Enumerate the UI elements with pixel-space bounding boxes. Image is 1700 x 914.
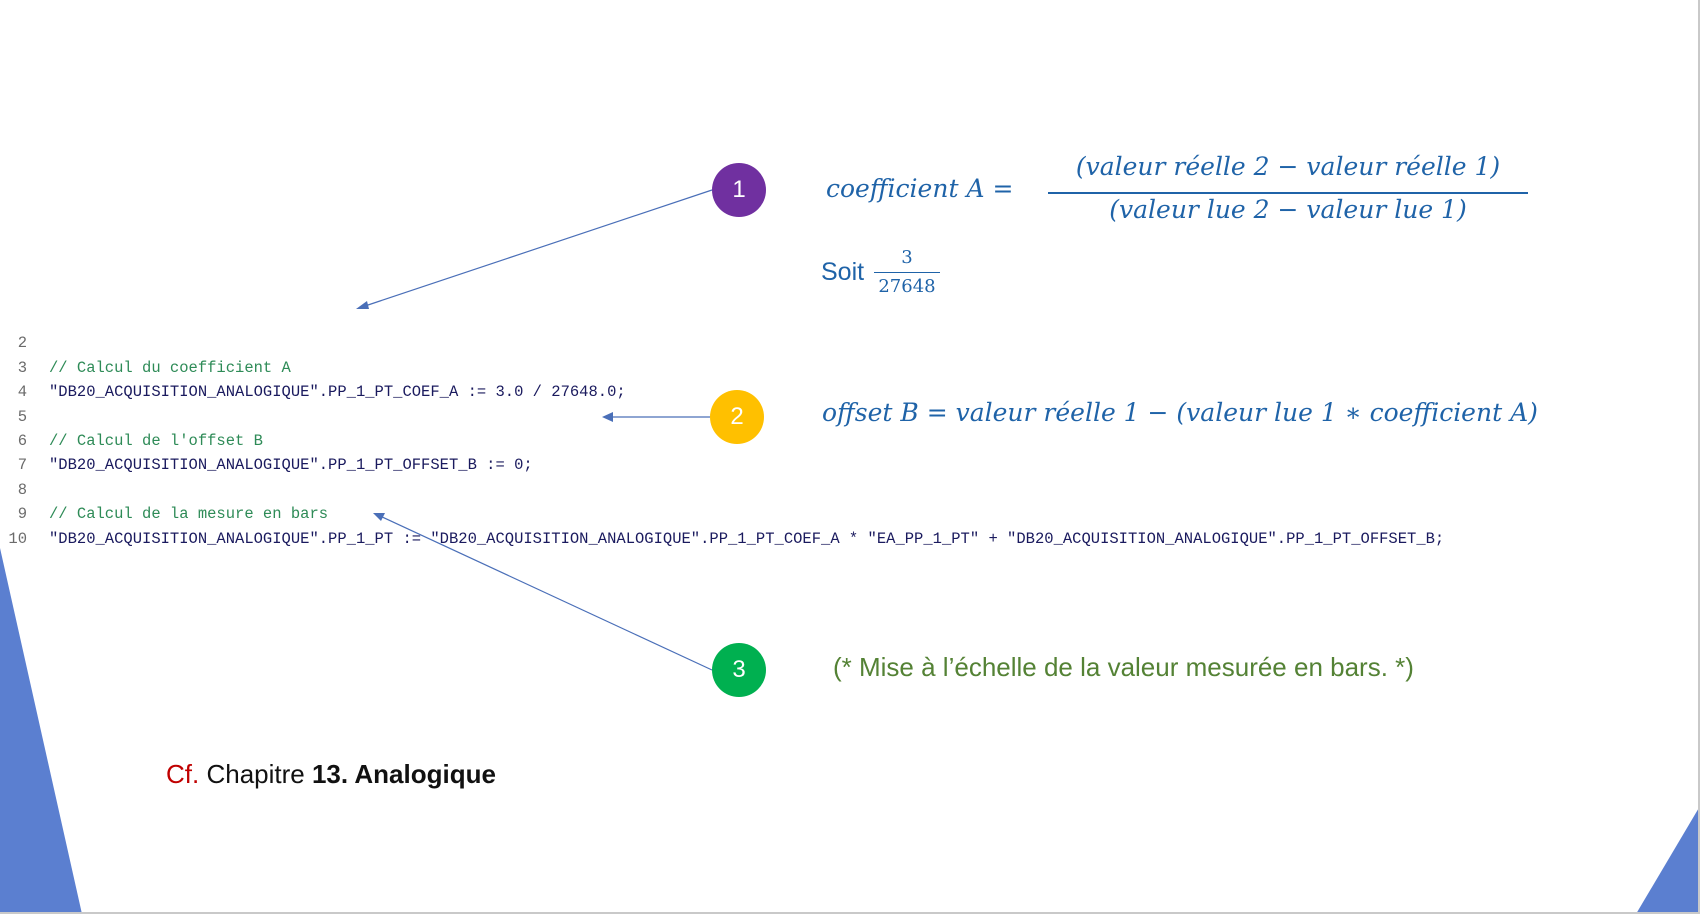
soit-numerator: 3: [901, 247, 913, 268]
line-number: 5: [17, 407, 27, 426]
right-blue-triangle: [1636, 806, 1700, 914]
soit-bar: [874, 272, 940, 274]
line-number: 7: [17, 456, 27, 475]
code-comment: // Calcul de l'offset B: [49, 431, 263, 450]
left-blue-triangle: [0, 548, 82, 914]
chapter-reference: Cf. Chapitre 13. Analogique: [166, 759, 496, 790]
cf-label: Cf.: [166, 759, 200, 789]
badge-1: 1: [712, 163, 766, 217]
formula-coefficient-lhs: coefficient A =: [826, 174, 1014, 203]
arrow-1-head: [356, 301, 369, 309]
line-number: 2: [17, 334, 27, 353]
formula-coefficient-bar: [1048, 192, 1528, 194]
code-line: 9 "DB20_ACQUISITION_ANALOGIQUE".PP_1_PT …: [0, 478, 1640, 547]
right-border: [1698, 0, 1700, 914]
code-comment: // Calcul du coefficient A: [49, 358, 291, 377]
line-number: 10: [8, 529, 27, 548]
code-line: 4: [0, 356, 1640, 401]
line-number: 6: [17, 431, 27, 450]
badge-3: 3: [712, 643, 766, 697]
line-number: 4: [17, 383, 27, 402]
code-comment: // Calcul de la mesure en bars: [49, 505, 329, 524]
scaling-note: (* Mise à l’échelle de la valeur mesurée…: [833, 652, 1414, 682]
code-line: 7: [0, 429, 1640, 474]
line-number: 8: [17, 480, 27, 499]
chapter-title: 13. Analogique: [311, 759, 496, 789]
formula-coefficient-numerator: (valeur réelle 2 − valeur réelle 1): [1075, 152, 1501, 181]
code-line: 5 // Calcul de l'offset B: [0, 380, 1640, 450]
code-line: 6 "DB20_ACQUISITION_ANALOGIQUE".PP_1_PT_…: [0, 405, 1640, 474]
code-statement: "DB20_ACQUISITION_ANALOGIQUE".PP_1_PT_CO…: [49, 383, 626, 402]
arrow-3-line: [379, 515, 713, 671]
bottom-border: [0, 912, 1700, 914]
formula-coefficient-denominator: (valeur lue 2 − valeur lue 1): [1109, 195, 1467, 224]
soit-label: Soit: [821, 258, 865, 286]
code-statement: "DB20_ACQUISITION_ANALOGIQUE".PP_1_PT :=…: [49, 529, 1445, 548]
code-line: 10: [0, 502, 1640, 548]
chapter-label: Chapitre: [199, 759, 312, 789]
code-listing: 2 // Calcul du coefficient A 3 "DB20_ACQ…: [0, 307, 1640, 548]
arrow-1-line: [361, 189, 713, 308]
formula-offset: offset B = valeur réelle 1 − (valeur lue…: [822, 398, 1538, 427]
line-number: 3: [17, 358, 27, 377]
code-line: 8 // Calcul de la mesure en bars: [0, 453, 1640, 523]
code-line: 2 // Calcul du coefficient A: [0, 307, 1640, 376]
code-line: 3 "DB20_ACQUISITION_ANALOGIQUE".PP_1_PT_…: [0, 331, 1640, 401]
line-number: 9: [17, 505, 27, 524]
arrow-2-head: [602, 412, 613, 422]
badge-2: 2: [710, 390, 764, 444]
arrow-3-head: [373, 513, 385, 521]
soit-denominator: 27648: [878, 276, 936, 297]
code-statement: "DB20_ACQUISITION_ANALOGIQUE".PP_1_PT_OF…: [49, 456, 533, 475]
